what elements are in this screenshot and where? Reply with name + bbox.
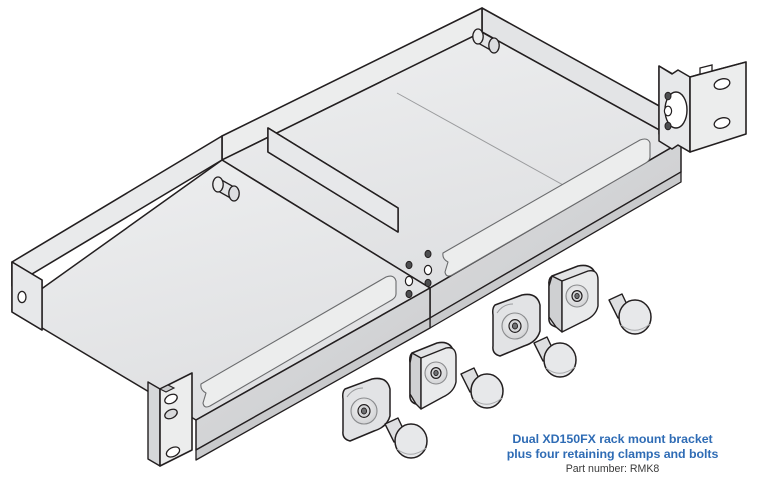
left-ear-slot-mid (164, 408, 178, 420)
retaining-clamp (548, 264, 599, 333)
tray-front-face (195, 141, 682, 461)
front-recess-right (442, 138, 651, 277)
right-ear-slot-bottom (713, 117, 731, 129)
front-vent-holes (404, 249, 433, 299)
caption-line-1: Dual XD150FX rack mount bracket (512, 432, 713, 446)
left-ear-slot-top (164, 393, 178, 405)
right-rack-ear (658, 61, 747, 153)
left-ear-slot-bottom (165, 446, 181, 458)
divider-wall-face (267, 127, 399, 233)
retaining-bolt (460, 367, 504, 409)
retaining-bolt (533, 336, 577, 378)
retaining-clamp (492, 293, 541, 357)
caption-line-2: plus four retaining clamps and bolts (506, 446, 719, 461)
spacer-post-front (212, 176, 240, 202)
rack-mount-tray (11, 7, 682, 461)
tray-rear-flange (221, 7, 682, 161)
left-rack-ear (147, 372, 193, 467)
caption-part-number: Part number: RMK8 (565, 463, 660, 476)
right-ear-hole-column (663, 91, 673, 131)
spacer-post-rear (472, 28, 500, 54)
retaining-bolt (384, 417, 428, 459)
retaining-clamp (409, 341, 457, 410)
left-end-wall (11, 261, 43, 331)
retaining-bolt (608, 293, 652, 335)
right-ear-front-plate (689, 61, 747, 153)
right-ear-slot-top (713, 78, 731, 90)
caption-block: Dual XD150FX rack mount bracket plus fou… (470, 432, 755, 476)
retaining-clamp (342, 377, 391, 442)
front-recess-left (200, 275, 397, 408)
